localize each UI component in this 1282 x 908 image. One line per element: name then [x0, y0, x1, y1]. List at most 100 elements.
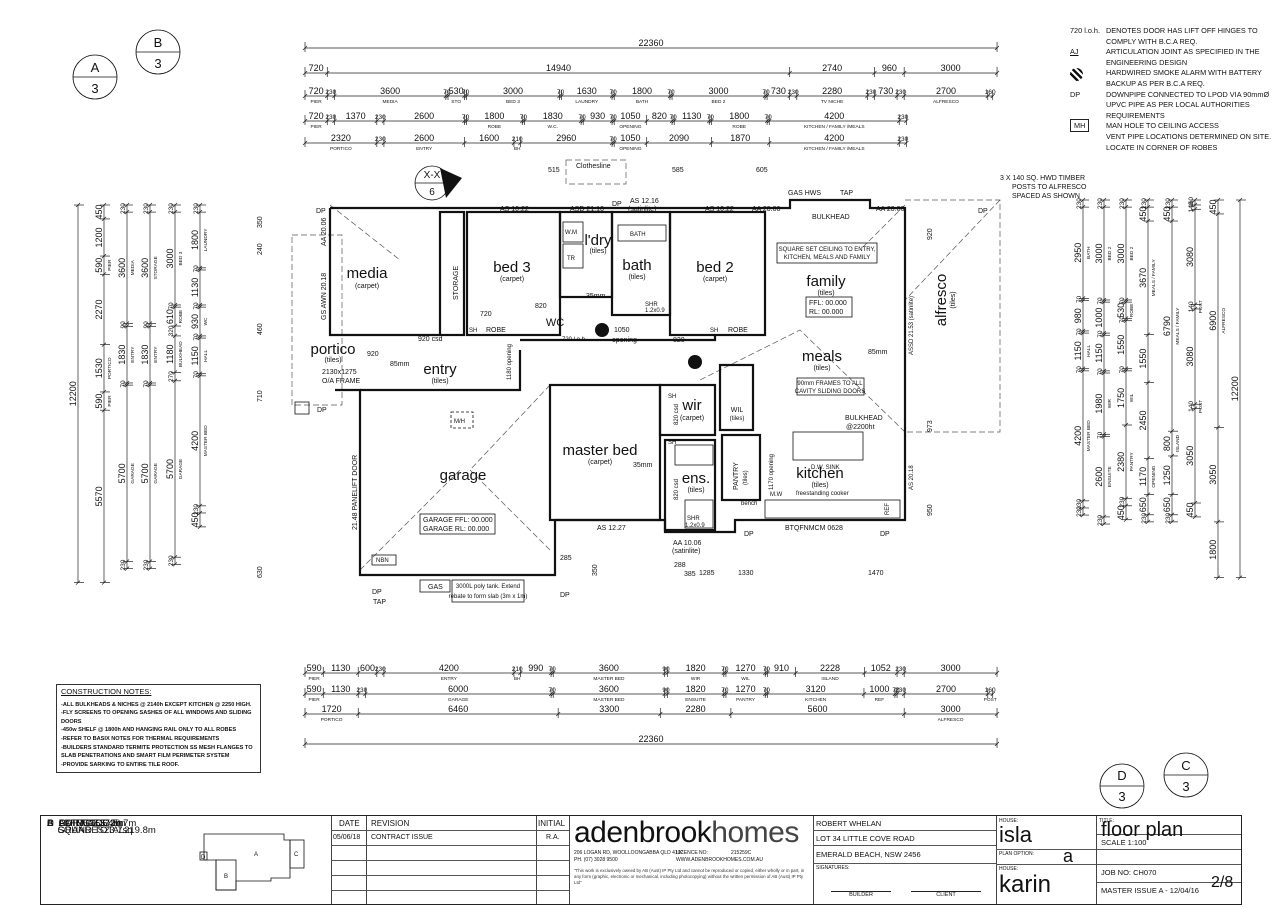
client-signature[interactable]: CLIENT: [911, 891, 981, 898]
dimension-value: 3000: [941, 704, 961, 714]
dimension-value: 1150: [1094, 343, 1104, 362]
svg-text:KITCHEN, MEALS AND FAMILY: KITCHEN, MEALS AND FAMILY: [784, 255, 871, 261]
dimension-value: 160: [985, 687, 996, 694]
dimension-value: 70: [1076, 296, 1083, 304]
dimension-value: 4200: [824, 111, 844, 121]
svg-text:O/A FRAME: O/A FRAME: [322, 378, 360, 385]
dimension-value: 450: [94, 204, 104, 219]
dimension-label: MASTER BED: [203, 425, 209, 457]
dimension-label: GARAGE: [178, 459, 184, 480]
svg-text:D: D: [1117, 768, 1126, 783]
svg-text:(tiles): (tiles): [950, 291, 957, 308]
room-garage: garage: [440, 467, 487, 484]
dimension-value: 3000: [708, 86, 728, 96]
dimension-label: WIL: [1129, 393, 1135, 402]
dimension-value: 230: [1141, 513, 1148, 524]
dimension-value: 230: [1165, 513, 1172, 524]
svg-text:3: 3: [1182, 779, 1189, 794]
svg-text:(tiles): (tiles): [431, 378, 448, 385]
dimension-value: 450: [1185, 502, 1195, 517]
legend-item: 720 l.o.h.DENOTES DOOR HAS LIFT OFF HING…: [1070, 26, 1258, 46]
dimension-value: 230: [325, 89, 336, 96]
svg-text:3 X 140 SQ. HWD TIMBER: 3 X 140 SQ. HWD TIMBER: [1000, 175, 1085, 182]
dimension-value: 990: [528, 663, 543, 673]
room-wil: WIL: [731, 407, 744, 414]
svg-text:M/H: M/H: [454, 419, 465, 425]
revision-row: 05/06/18: [333, 834, 361, 841]
svg-text:DP: DP: [978, 208, 988, 215]
dimension-value: 270: [168, 371, 175, 382]
svg-text:(tiles): (tiles): [813, 365, 830, 372]
svg-text:DP: DP: [880, 531, 890, 538]
dimension-label: STO: [451, 99, 461, 105]
svg-text:385: 385: [684, 571, 696, 578]
dimension-value: 590: [94, 394, 104, 409]
svg-text:585: 585: [672, 167, 684, 174]
room-master-bed: master bed: [562, 442, 637, 459]
dimension-value: 5600: [808, 704, 828, 714]
dimension-value: 230: [1119, 496, 1126, 507]
dimension-value: 5700: [165, 459, 175, 479]
svg-text:920: 920: [927, 228, 934, 240]
dimension-value: 4200: [824, 133, 844, 143]
dimension-value: 70: [557, 89, 565, 96]
dimension-value: 1820: [686, 663, 706, 673]
dimension-value: 12200: [1230, 376, 1240, 401]
svg-text:90mm FRAMES TO ALL: 90mm FRAMES TO ALL: [797, 381, 863, 387]
svg-text:288: 288: [674, 562, 686, 569]
dimension-value: 1050: [620, 133, 640, 143]
svg-text:POSTS TO ALFRESCO: POSTS TO ALFRESCO: [1012, 184, 1087, 191]
dimension-value: 3000: [165, 249, 175, 269]
svg-text:1330: 1330: [738, 570, 754, 577]
dimension-value: 1980: [1094, 394, 1104, 414]
builder-signature[interactable]: BUILDER: [831, 891, 891, 898]
dimension-value: 1800: [190, 230, 200, 250]
dimension-value: 70: [762, 89, 770, 96]
dimension-value: 3670: [1138, 268, 1148, 288]
section-marker-b: B 3: [135, 29, 181, 75]
room-storage: STORAGE: [453, 266, 460, 300]
svg-text:GARAGE RL: 00.000: GARAGE RL: 00.000: [423, 526, 489, 533]
dimension-value: 230: [788, 89, 799, 96]
svg-text:(tiles): (tiles): [687, 487, 704, 494]
dimension-value: 2320: [331, 133, 351, 143]
dimension-value: 530: [1116, 303, 1126, 318]
svg-text:CAVITY SLIDING DOORS: CAVITY SLIDING DOORS: [795, 389, 865, 395]
dimension-value: 2450: [1138, 411, 1148, 431]
dimension-label: ENSUITE: [1107, 466, 1113, 487]
dimension-value: 1170: [1138, 467, 1148, 486]
dimension-value: 230: [1119, 198, 1126, 209]
dimension-value: 230: [1076, 198, 1083, 209]
svg-text:973: 973: [927, 420, 934, 432]
dimension-label: BED 2: [1107, 246, 1113, 260]
dimension-label: BH: [514, 676, 521, 682]
dimension-label: ROBE: [178, 310, 184, 324]
dimension-value: 230: [143, 559, 150, 570]
dimension-value: 230: [356, 687, 367, 694]
area-key-plan: A B C D: [199, 833, 305, 891]
svg-text:(carpet): (carpet): [355, 283, 379, 290]
dimension-label: WIL: [741, 676, 750, 682]
downpipe-icon: DP: [1070, 89, 1081, 99]
svg-text:(carpet): (carpet): [500, 276, 524, 283]
dimension-label: W.C.: [548, 124, 558, 130]
sheet-number: 2/8: [1211, 874, 1234, 891]
svg-text:(tiles): (tiles): [628, 274, 645, 281]
dimension-label: ENTRY: [130, 346, 136, 363]
svg-text:DP: DP: [744, 531, 754, 538]
svg-text:AS 10.22: AS 10.22: [500, 206, 529, 213]
room-portico: portico: [310, 341, 355, 358]
dimension-value: 4200: [1073, 426, 1083, 446]
svg-text:460: 460: [257, 323, 264, 335]
dimension-value: 3000: [1116, 244, 1126, 264]
dimension-label: ENTRY: [153, 346, 159, 363]
dimension-label: PORTICO: [107, 357, 113, 379]
svg-text:(carpet): (carpet): [588, 459, 612, 466]
dimension-value: 230: [325, 114, 336, 121]
dimension-label: ALFRESCO: [938, 717, 964, 723]
dimension-value: 70: [520, 114, 528, 121]
dimension-value: 160: [1188, 197, 1195, 208]
dimension-value: 530: [449, 86, 464, 96]
